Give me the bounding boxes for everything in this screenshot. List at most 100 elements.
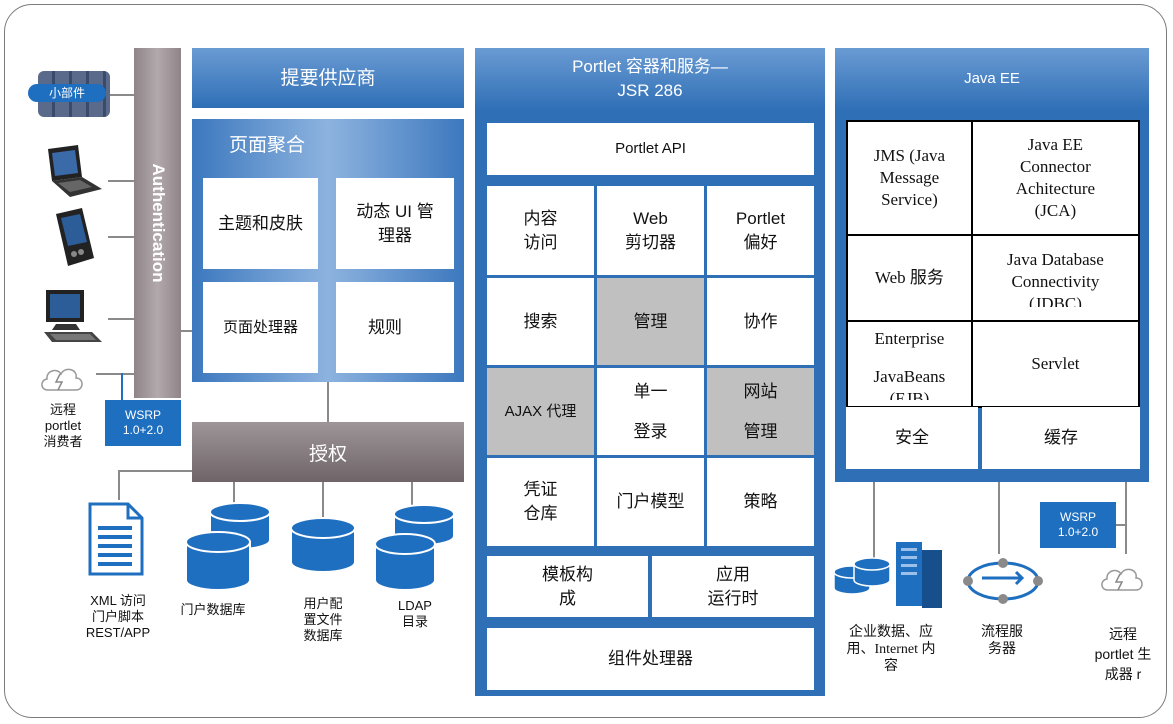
enterprise-data-icon: [833, 542, 942, 608]
portal-database-icon: [185, 502, 271, 591]
label-line: 远程: [49, 402, 76, 417]
connector-line: [118, 470, 120, 500]
connector-line: [108, 180, 136, 182]
cell-line: 凭证: [523, 480, 558, 499]
label-line: 成器 r: [1104, 666, 1142, 682]
remote-cloud-icon: [41, 368, 83, 391]
process-server-label: 流程服 务器: [960, 624, 1044, 658]
ajax-proxy-cell: AJAX 代理: [487, 368, 594, 455]
cell-line: 网站: [743, 381, 778, 401]
cell-line: Web: [633, 208, 668, 228]
policy-cell: 策略: [707, 458, 814, 546]
process-server-icon: [963, 558, 1043, 604]
component-processor-box: 组件处理器: [487, 628, 814, 690]
cell-line: 模板构: [542, 564, 593, 584]
label-line: 置文件: [303, 612, 343, 627]
portlet-container-header: Portlet 容器和服务— JSR 286: [475, 48, 825, 110]
cell-line: (JCA): [1034, 201, 1077, 220]
portlet-api-box: Portlet API: [487, 123, 814, 175]
cell-line: (JDBC): [1028, 294, 1082, 307]
widget-badge: 小部件: [28, 84, 106, 102]
label-line: XML 访问: [90, 593, 146, 608]
theme-skin-box: 主题和皮肤: [203, 178, 318, 269]
cell-line: Java Database: [1007, 250, 1104, 269]
label-line: 数据库: [303, 628, 343, 643]
java-ee-api-grid: JMS (Java Message Service) Java EE Conne…: [846, 120, 1141, 408]
user-config-database-label: 用户配 置文件 数据库: [280, 596, 366, 644]
connector-line: [1116, 524, 1126, 526]
label-line: portlet 生: [1094, 646, 1152, 662]
cell-line: 管理: [743, 421, 778, 441]
label-line: LDAP: [398, 598, 432, 613]
collaboration-cell: 协作: [707, 278, 814, 365]
web-clipper-cell: Web 剪切器: [597, 186, 704, 275]
label-line: 门户脚本: [91, 609, 144, 624]
wsrp-version: 1.0+2.0: [1057, 525, 1099, 539]
cell-line: 访问: [523, 232, 558, 252]
application-runtime-box: 应用 运行时: [652, 556, 814, 617]
feed-provider-header: 提要供应商: [192, 48, 464, 108]
authentication-label: Authentication: [148, 163, 168, 283]
portlet-preferences-cell: Portlet 偏好: [707, 186, 814, 275]
page-processor-box: 页面处理器: [203, 282, 318, 373]
connector-line: [233, 482, 235, 504]
services-grid: 内容 访问 Web 剪切器 Portlet 偏好 搜索 管理 协作 AJAX 代…: [487, 186, 814, 546]
cell-line: 单一: [633, 381, 668, 401]
cell-line: 登录: [633, 421, 668, 441]
security-box: 安全: [846, 407, 978, 469]
cell-line: Message: [879, 168, 940, 187]
cell-line: Portlet: [735, 208, 786, 228]
connector-line: [108, 94, 136, 96]
jca-cell: Java EE Connector Achitecture (JCA): [970, 120, 1141, 236]
portal-database-label: 门户数据库: [180, 602, 246, 617]
wsrp-title: WSRP: [1060, 510, 1096, 524]
jdbc-cell: Java Database Connectivity (JDBC): [970, 234, 1141, 322]
cell-line: JMS (Java: [873, 146, 946, 165]
label-line: 目录: [401, 614, 428, 629]
connector-line: [108, 236, 136, 238]
search-cell: 搜索: [487, 278, 594, 365]
cell-line: (EJB): [889, 389, 930, 400]
cell-line: Java EE: [1027, 135, 1084, 154]
cell-line: 内容: [523, 208, 558, 228]
label-line: 流程服: [981, 625, 1023, 640]
connector-line: [322, 482, 324, 522]
cell-line: Enterprise: [874, 329, 945, 348]
connector-line: [121, 373, 123, 401]
connector-line: [998, 482, 1000, 554]
web-services-cell: Web 服务: [846, 234, 973, 322]
user-config-database-icon: [290, 517, 356, 573]
single-sign-on-cell: 单一 登录: [597, 368, 704, 455]
wsrp-badge-left: WSRP 1.0+2.0: [105, 400, 181, 446]
laptop-icon: [48, 145, 102, 197]
cache-box: 缓存: [982, 407, 1140, 469]
management-cell: 管理: [597, 278, 704, 365]
xml-access-label: XML 访问 门户脚本 REST/APP: [70, 593, 166, 641]
remote-producer-label: 远程 portlet 生 成器 r: [1078, 624, 1168, 684]
connector-line: [118, 470, 192, 472]
connector-line: [873, 482, 875, 564]
jms-cell: JMS (Java Message Service): [846, 120, 973, 236]
cell-line: Connectivity: [1011, 272, 1100, 291]
ejb-cell: Enterprise JavaBeans (EJB): [846, 320, 973, 408]
label-line: 务器: [988, 642, 1016, 657]
dynamic-ui-manager-box: 动态 UI 管理器: [336, 178, 454, 269]
java-ee-header: Java EE: [835, 48, 1149, 110]
cell-line: 成: [559, 588, 576, 608]
connector-line: [327, 382, 329, 422]
credential-vault-cell: 凭证 仓库: [487, 458, 594, 546]
enterprise-data-label: 企业数据、应 用、Internet 内 容: [832, 624, 950, 675]
content-access-cell: 内容 访问: [487, 186, 594, 275]
wsrp-title: WSRP: [125, 408, 161, 422]
connector-line: [96, 373, 136, 375]
rules-box: 规则: [336, 282, 454, 373]
remote-consumer-label: 远程 portlet 消费者: [28, 402, 98, 450]
label-line: 容: [884, 659, 898, 674]
connector-line: [411, 482, 413, 512]
connector-line: [1125, 482, 1127, 554]
cell-line: Service): [881, 190, 938, 209]
cell-line: Achitecture: [1015, 179, 1096, 198]
servlet-cell: Servlet: [970, 320, 1141, 408]
outer-frame: [4, 4, 1167, 718]
page-aggregation-title: 页面聚合: [228, 135, 305, 156]
